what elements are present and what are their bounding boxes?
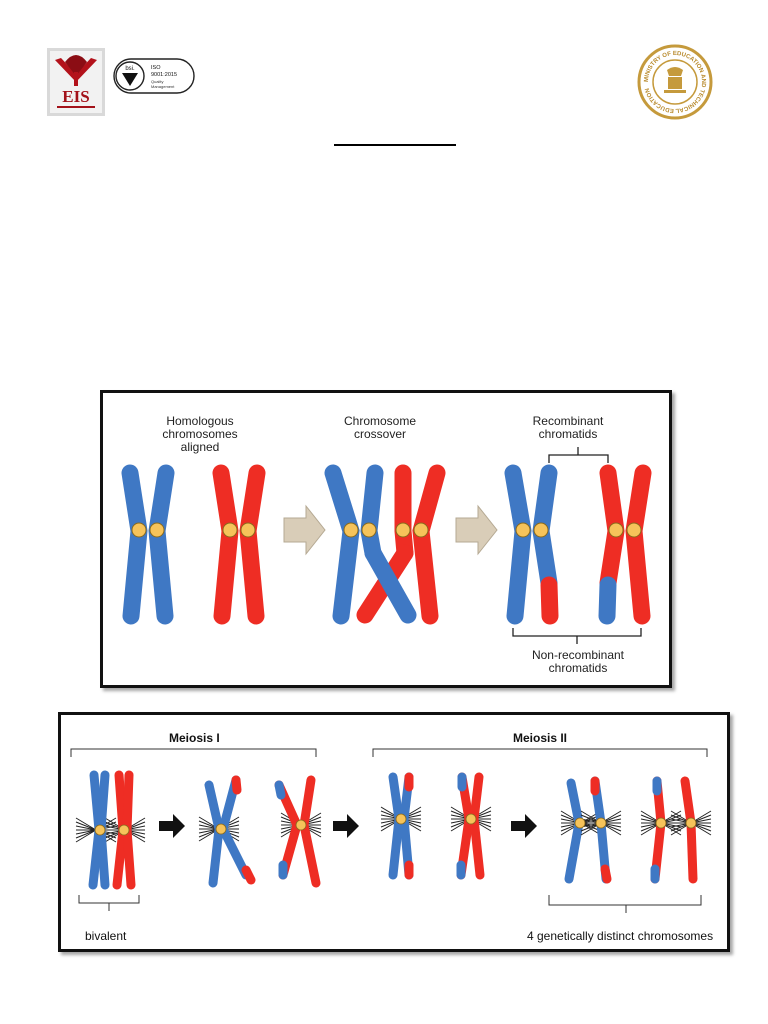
bsi-caption2: Management [151, 84, 175, 89]
bivalent-centromere-blue [94, 824, 106, 836]
final-centromere-1 [574, 817, 586, 829]
mii-blue-2 [399, 772, 414, 880]
meiosis-arrow-3 [511, 814, 537, 838]
recombinant-centromere-2 [533, 522, 549, 538]
iso-line1: ISO [151, 65, 161, 71]
mii-red-1 [456, 772, 474, 880]
final-red-1 [650, 776, 666, 884]
blue-chromosome-centromere-left [131, 522, 147, 538]
label-crossover: Chromosome crossover [343, 414, 417, 441]
label-bivalent: bivalent [85, 929, 127, 943]
crossover-blue-cross [364, 544, 417, 624]
meiosis1-bracket [70, 748, 317, 757]
mi-centromere-1 [215, 823, 227, 835]
meiosis-arrow-1 [159, 814, 185, 838]
recombinant-red-right [625, 464, 652, 625]
bivalent-bracket [78, 895, 140, 904]
meiosis-figure: Meiosis I Meiosis II bivalent 4 genetica… [58, 712, 730, 952]
mi-blue-red-tip [231, 775, 242, 795]
mii-centromere-1 [395, 813, 407, 825]
eis-logo: EIS [47, 48, 105, 116]
crossover-blue-inner [360, 464, 384, 562]
recombinant-red-blue-tip [598, 576, 617, 625]
final-blue-2 [590, 776, 611, 884]
bivalent-spindle-left-fiber-l6 [75, 829, 97, 843]
final-blue-1 [564, 778, 584, 884]
nonrecombinant-bracket [512, 628, 642, 637]
red-chromosome-left-chromatid [212, 464, 239, 625]
recombinant-centromere-3 [608, 522, 624, 538]
bivalent-spindle-left-fiber-l1 [75, 821, 97, 831]
mii-centromere-2 [465, 813, 477, 825]
recombinant-bracket [548, 454, 609, 463]
crossover-red-right [412, 464, 446, 625]
meiosis-arrow-2 [333, 814, 359, 838]
bsi-caption1: Quality [151, 79, 163, 84]
recombinant-blue-left [504, 464, 532, 625]
mi-blue-2 [218, 775, 251, 880]
crossover-centromere-4 [413, 522, 429, 538]
step-arrow-1 [283, 504, 326, 556]
step-arrow-2 [455, 504, 498, 556]
final-red-2 [680, 776, 698, 884]
blue-chromosome-left-chromatid [121, 464, 148, 625]
final-centromere-3 [655, 817, 667, 829]
mii-red-2 [469, 772, 485, 880]
bivalent-spindle-left-fiber-l2 [75, 825, 97, 831]
bivalent-spindle-left-fiber-l0 [75, 817, 97, 831]
mi-centromere-2 [295, 819, 307, 831]
red-chromosome-right-chromatid [239, 464, 266, 625]
label-meiosis2: Meiosis II [513, 731, 568, 745]
final-centromere-2 [595, 817, 607, 829]
mi-red-blue-tip [274, 780, 286, 800]
meiosis-diagram [70, 748, 712, 913]
recombinant-centromere-4 [626, 522, 642, 538]
label-meiosis1: Meiosis I [169, 731, 220, 745]
ministry-seal: MINISTRY OF EDUCATION AND TECHNICAL EDUC… [637, 44, 713, 120]
eis-logo-text: EIS [62, 87, 89, 106]
crossover-blue-left [324, 464, 360, 625]
blue-chromosome-right-chromatid [148, 464, 175, 625]
red-chromosome-centromere-right [240, 522, 256, 538]
recombinant-blue-red-tip [540, 576, 559, 625]
label-distinct: 4 genetically distinct chromosomes [527, 929, 714, 943]
bivalent-spindle-left-fiber-l5 [75, 829, 97, 839]
red-chromosome-centromere-left [222, 522, 238, 538]
bsi-brand-text: bsi. [125, 66, 135, 72]
meiosis2-bracket [372, 748, 708, 757]
crossover-centromere-2 [361, 522, 377, 538]
mii-blue-1 [388, 772, 404, 880]
iso-line2: 9001:2015 [151, 72, 177, 78]
crossover-centromere-3 [395, 522, 411, 538]
crossover-red-inner [394, 464, 414, 562]
blue-chromosome-centromere-right [149, 522, 165, 538]
distinct-bracket [548, 895, 702, 906]
bsi-certification-badge: bsi. ISO 9001:2015 Quality Management [113, 58, 195, 94]
label-homologous: Homologous chromosomes aligned [162, 414, 238, 454]
mi-blue-red-bottom [241, 865, 256, 885]
final-centromere-4 [685, 817, 697, 829]
recombinant-centromere-1 [515, 522, 531, 538]
final-blue2-red-bottom [600, 864, 612, 884]
title-underline [334, 144, 456, 146]
bivalent-centromere-red [118, 824, 130, 836]
crossover-centromere-1 [343, 522, 359, 538]
label-nonrecombinant: Non-recombinant chromatids [531, 648, 625, 675]
crossover-diagram [121, 447, 652, 644]
mi-red-2 [299, 775, 321, 888]
bivalent-spindle-left-fiber-l4 [75, 829, 97, 835]
label-recombinant: Recombinant chromatids [532, 414, 604, 441]
crossover-figure: Homologous chromosomes aligned Chromosom… [100, 390, 672, 688]
